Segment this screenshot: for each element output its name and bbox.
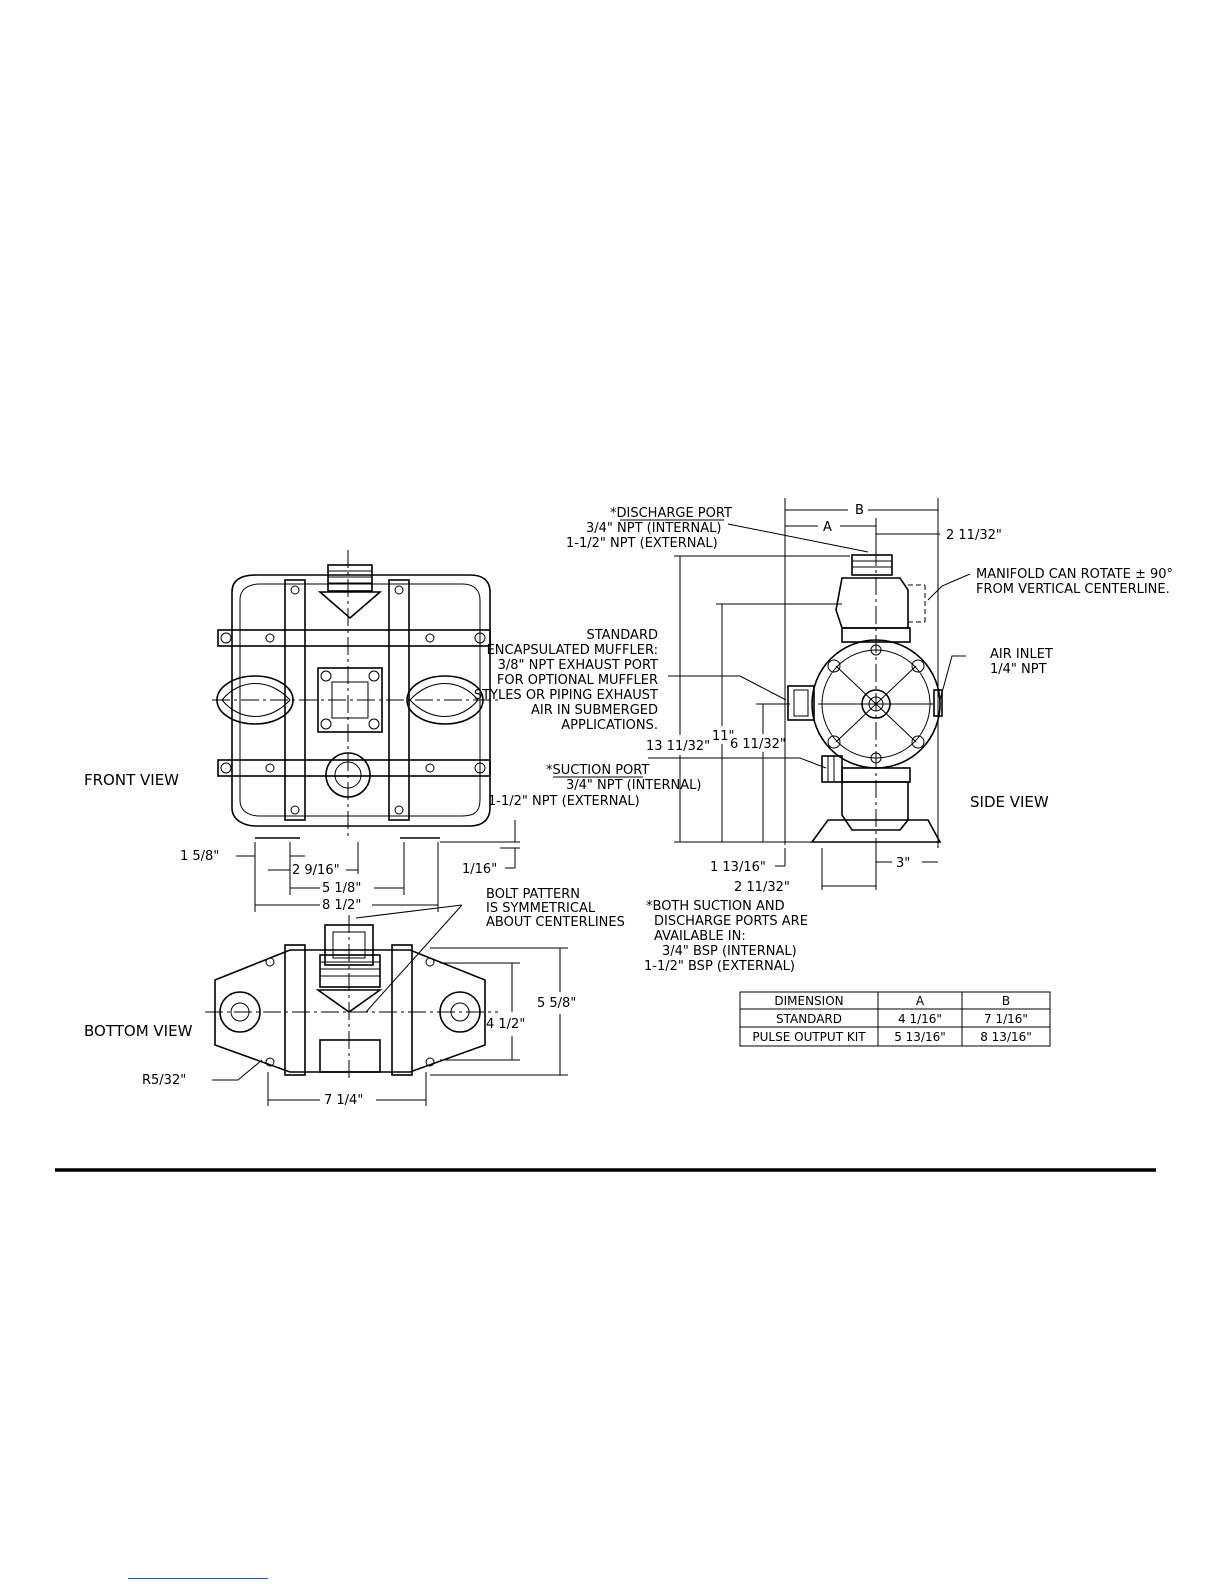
muffler-note: STANDARD ENCAPSULATED MUFFLER: 3/8" NPT … [474,628,658,733]
bolt-note-line-2: IS SYMMETRICAL [486,901,596,916]
manifold-note-line-1: MANIFOLD CAN ROTATE ± 90° [976,567,1173,582]
muffler-note-line-7: APPLICATIONS. [561,718,658,733]
front-view-drawing [212,550,498,839]
suction-port-title: *SUCTION PORT [546,763,649,778]
table-row-pulse-label: PULSE OUTPUT KIT [752,1030,866,1044]
dim-side-b: B [855,503,864,518]
dim-side-1-13-16: 1 13/16" [710,860,766,875]
muffler-note-line-2: ENCAPSULATED MUFFLER: [487,643,658,658]
bsp-note-line-2: DISCHARGE PORTS ARE [654,914,808,929]
table-row-standard-a: 4 1/16" [898,1012,942,1026]
dim-bottom-4-1-2: 4 1/2" [486,1017,525,1032]
air-inlet-line-2: 1/4" NPT [990,662,1047,677]
air-inlet-line-1: AIR INLET [990,647,1053,662]
side-view-label: SIDE VIEW [970,793,1049,811]
dim-side-11: 11" [712,729,735,744]
bottom-view-label: BOTTOM VIEW [84,1022,193,1040]
dim-bottom-7-1-4: 7 1/4" [324,1093,363,1108]
table-row-standard-b: 7 1/16" [984,1012,1028,1026]
bsp-note-line-3: AVAILABLE IN: [654,929,746,944]
dim-side-2-11-32-top: 2 11/32" [946,528,1002,543]
dim-front-1-16: 1/16" [462,862,497,877]
dim-side-13-11-32: 13 11/32" [646,739,710,754]
table-row-pulse-a: 5 13/16" [894,1030,946,1044]
discharge-port-line-1: 3/4" NPT (INTERNAL) [586,521,721,536]
muffler-note-line-6: AIR IN SUBMERGED [531,703,658,718]
side-view-dimensions [648,498,971,890]
bolt-note-line-3: ABOUT CENTERLINES [486,915,625,930]
bsp-note-line-1: *BOTH SUCTION AND [646,899,785,914]
manifold-note-line-2: FROM VERTICAL CENTERLINE. [976,582,1170,597]
dim-side-6-11-32: 6 11/32" [730,737,786,752]
dim-side-2-11-32-bottom: 2 11/32" [734,880,790,895]
muffler-note-line-1: STANDARD [586,628,658,643]
bolt-note-line-1: BOLT PATTERN [486,887,580,902]
discharge-port-title: *DISCHARGE PORT [610,506,732,521]
side-view-drawing [787,548,943,848]
muffler-note-line-3: 3/8" NPT EXHAUST PORT [498,658,658,673]
table-header-b: B [1002,994,1010,1008]
dim-side-3: 3" [896,856,910,871]
suction-port-line-2: 1-1/2" NPT (EXTERNAL) [488,794,640,809]
table-row-standard-label: STANDARD [776,1012,842,1026]
suction-port-line-1: 3/4" NPT (INTERNAL) [566,778,701,793]
dimension-table: DIMENSION A B STANDARD 4 1/16" 7 1/16" P… [739,991,1051,1047]
radius-label: R5/32" [142,1073,186,1088]
footer-link-underline[interactable] [128,1578,268,1579]
dim-front-1-5-8: 1 5/8" [180,849,219,864]
dim-front-5-1-8: 5 1/8" [322,881,361,896]
muffler-note-line-5: STYLES OR PIPING EXHAUST [474,688,658,703]
table-row-pulse-b: 8 13/16" [980,1030,1032,1044]
bsp-note-line-4: 3/4" BSP (INTERNAL) [662,944,797,959]
bsp-note-line-5: 1-1/2" BSP (EXTERNAL) [644,959,795,974]
dim-bottom-5-5-8: 5 5/8" [537,996,576,1011]
front-view-label: FRONT VIEW [84,771,179,789]
discharge-port-line-2: 1-1/2" NPT (EXTERNAL) [566,536,718,551]
dim-front-8-1-2: 8 1/2" [322,898,361,913]
table-header-a: A [916,994,925,1008]
front-view-dimensions [236,820,520,912]
table-header-dimension: DIMENSION [774,994,843,1008]
dim-front-2-9-16: 2 9/16" [292,863,340,878]
dim-side-a: A [823,520,832,535]
muffler-note-line-4: FOR OPTIONAL MUFFLER [497,673,658,688]
bottom-view-drawing [205,915,498,1080]
bottom-view-dimensions [212,904,568,1106]
